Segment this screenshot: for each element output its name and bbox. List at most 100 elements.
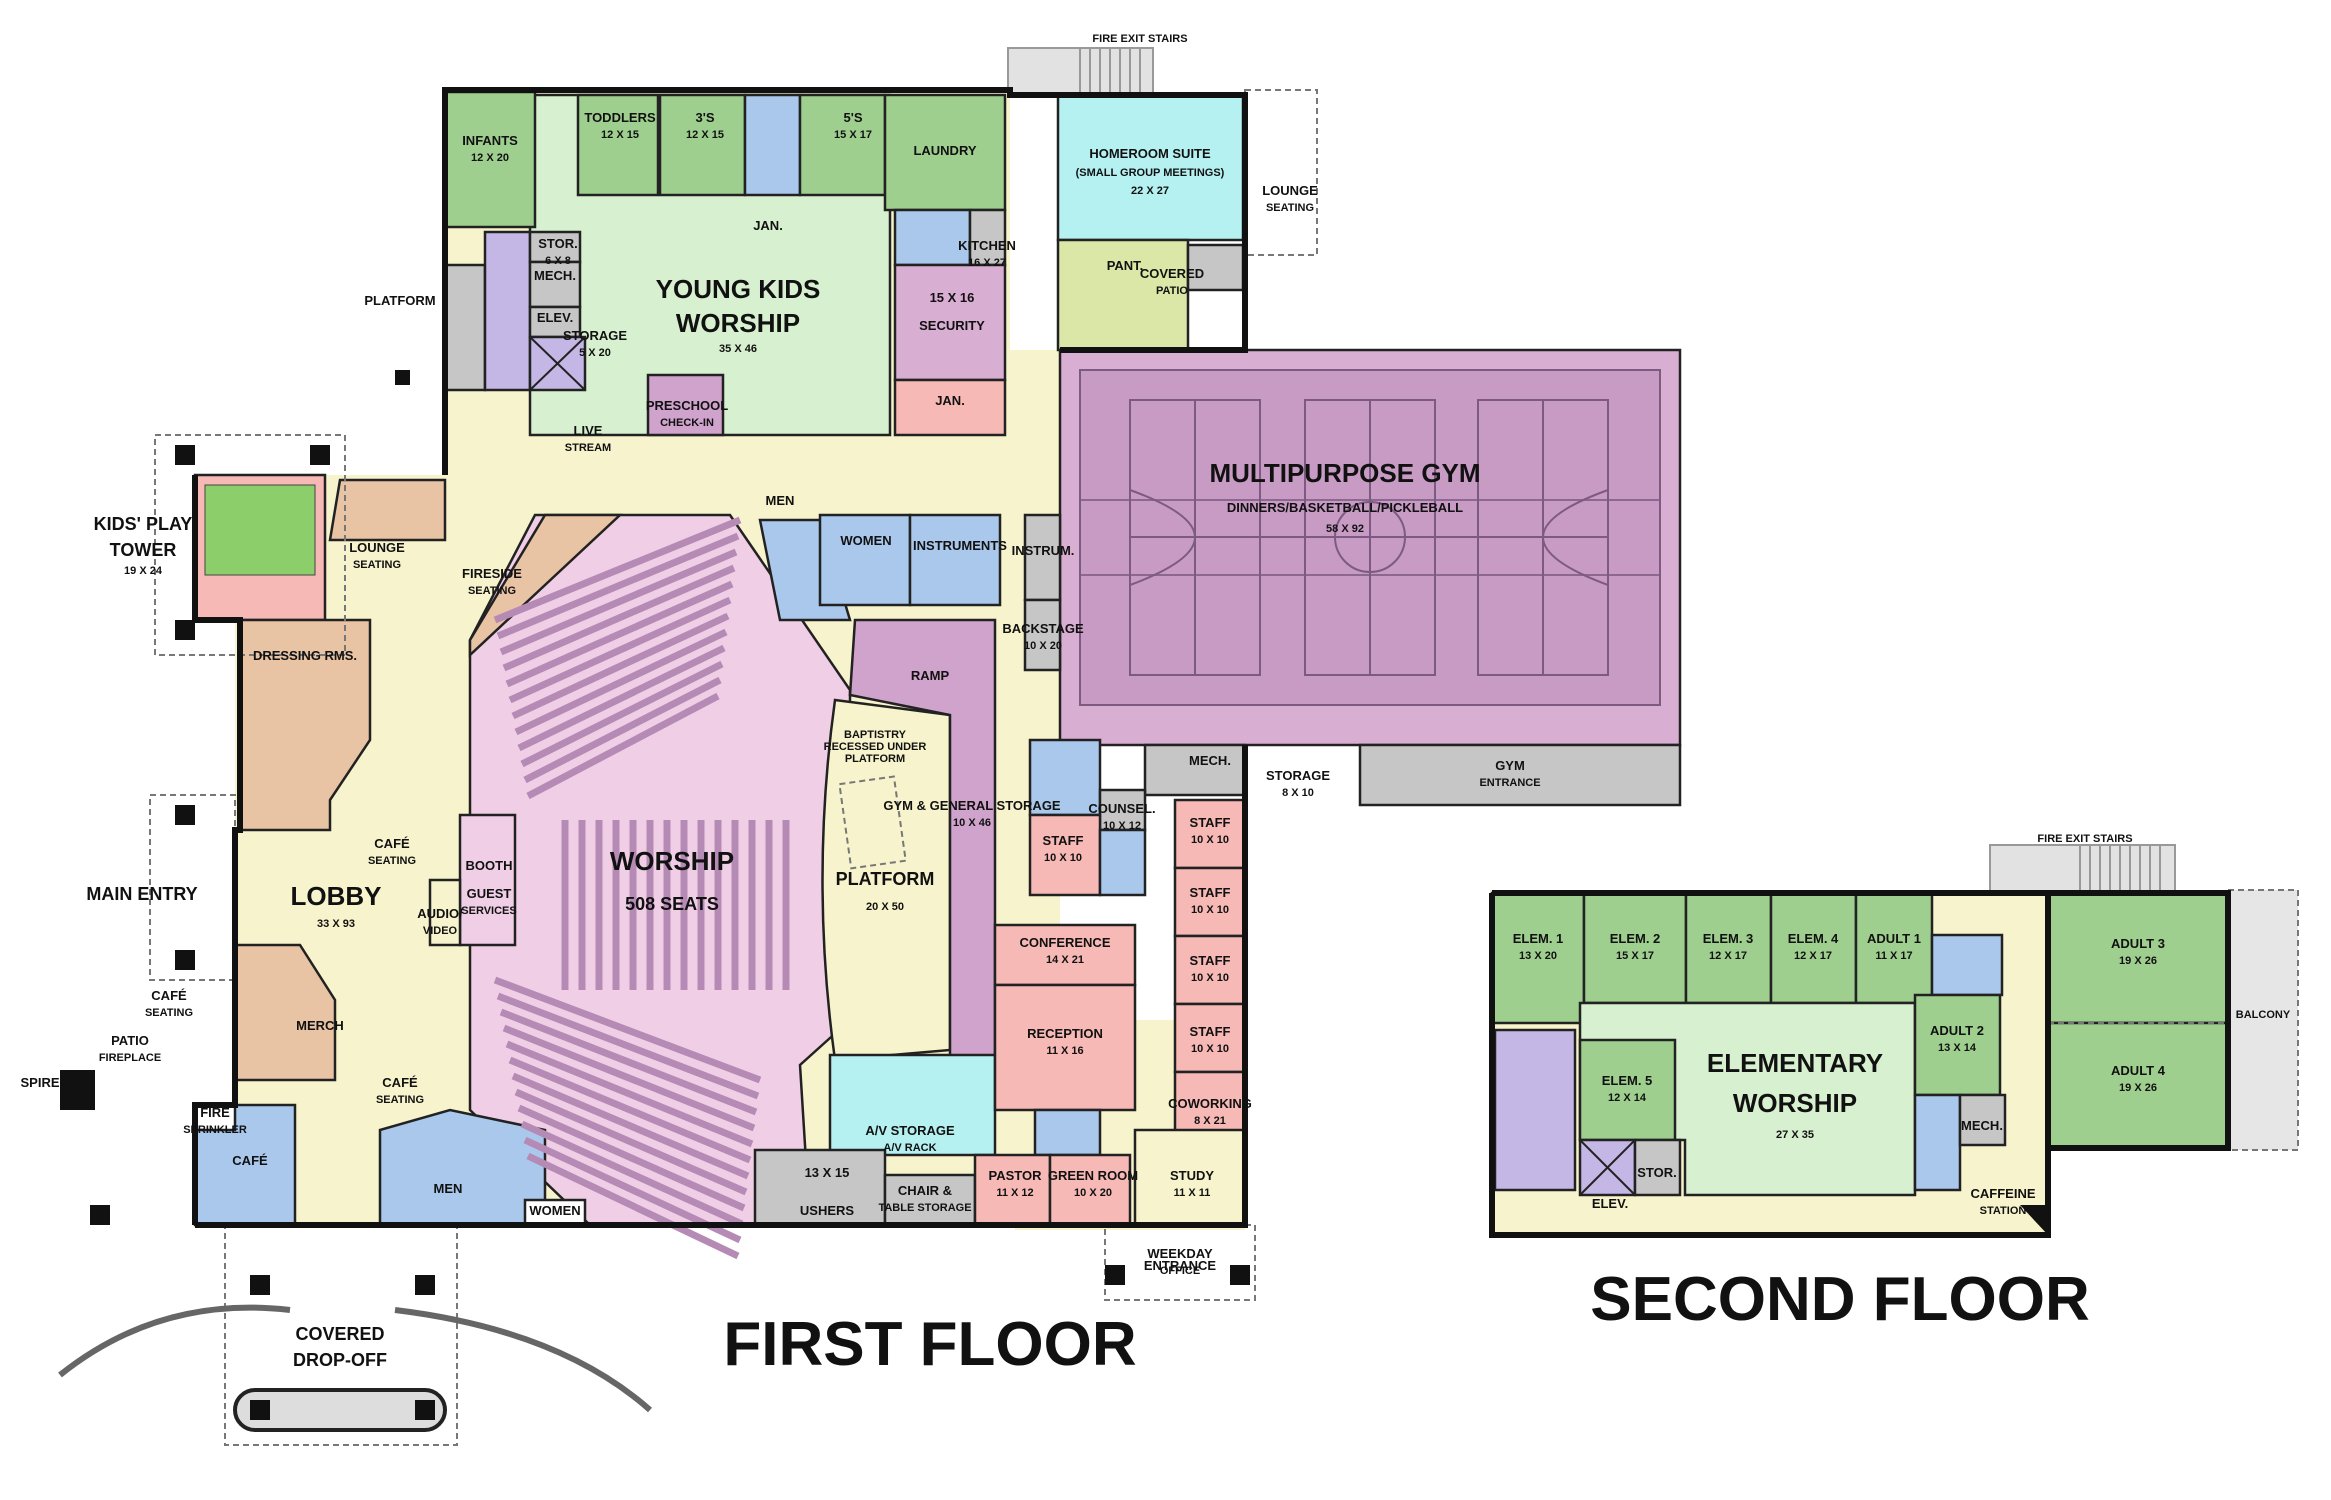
room-kids-restroom-2 (893, 208, 972, 267)
room-size-42: 11 X 16 (1046, 1045, 1083, 1057)
room-label-63: WEEKDAY (1147, 1246, 1213, 1261)
room-gym-general-storage (1358, 743, 1682, 807)
room-label-60: PATIO (111, 1033, 149, 1048)
room-adult-1 (1854, 891, 1934, 1005)
homeroom-note: (SMALL GROUP MEETINGS) (1076, 167, 1225, 179)
gym-size: 58 X 92 (1326, 523, 1364, 535)
room-size-32: 8 X 10 (1282, 787, 1314, 799)
room-restroom-2f-b (1913, 1093, 1962, 1192)
room-size-2: 12 X 15 (686, 129, 724, 141)
room-size-46: A/V RACK (883, 1142, 936, 1154)
room-size-35: 10 X 10 (1044, 852, 1082, 864)
room-label-36: STAFF (1190, 815, 1231, 830)
room-stair-1 (483, 230, 532, 392)
room-label-43: STUDY (1170, 1168, 1214, 1183)
room-size-1: 12 X 15 (601, 129, 639, 141)
second-floor (1489, 844, 2299, 1238)
room-label-4: 5'S (844, 110, 863, 125)
main-entry-label: MAIN ENTRY (86, 884, 197, 904)
room-label-44: PASTOR (989, 1168, 1043, 1183)
room-security (893, 378, 1007, 437)
columns (90, 370, 1250, 1420)
sf-room-label-1: ELEM. 2 (1610, 931, 1661, 946)
room-label-64: ENTRANCE (1144, 1258, 1217, 1273)
sf-room-size-2: 12 X 17 (1709, 950, 1747, 962)
room-size-58: SEATING (368, 855, 416, 867)
pew-27 (496, 992, 760, 1100)
dropoff-curve-right (394, 1307, 652, 1413)
room-label-45: GREEN ROOM (1048, 1168, 1138, 1183)
kids-play-tower-canopy (154, 434, 346, 656)
room-label-40: COWORKING (1168, 1096, 1252, 1111)
room-label-24: MEN (766, 493, 795, 508)
play-tower-structure (204, 484, 316, 576)
pew-6 (511, 612, 730, 720)
sf-room-size-6: 13 X 14 (1938, 1042, 1977, 1054)
room-label-39: STAFF (1190, 1024, 1231, 1039)
room-size-53: SEATING (376, 1094, 424, 1106)
room-size-10: 5 X 20 (579, 347, 611, 359)
pew-34 (517, 1104, 746, 1212)
pew-5 (508, 596, 732, 704)
room-elem-4 (1769, 891, 1858, 1005)
room-infants (443, 90, 537, 229)
room-size-63: OFFICE (1160, 1265, 1200, 1277)
sf-room-size-4: 11 X 17 (1875, 950, 1912, 962)
room-label-0: INFANTS (462, 133, 518, 148)
room-label-21: LOUNGE (349, 540, 405, 555)
sf-room-size-0: 13 X 20 (1519, 950, 1557, 962)
room-label-2: 3'S (696, 110, 715, 125)
dropoff-l1: COVERED (295, 1324, 384, 1344)
kids-play-l1: KIDS' PLAY (94, 514, 193, 534)
room-size-62: SPRINKLER (183, 1124, 247, 1136)
pew-33 (514, 1088, 748, 1196)
room-size-13: STREAM (565, 442, 611, 454)
room-size-0: 12 X 20 (471, 152, 509, 164)
room-label-8: MECH. (534, 268, 576, 283)
room-pantry (1186, 243, 1245, 292)
fire-exit-stairs-2 (1989, 844, 2176, 894)
room-size-47: TABLE STORAGE (878, 1202, 971, 1214)
room-label-27: INSTRUM. (1012, 543, 1075, 558)
room-label-46: A/V STORAGE (865, 1123, 955, 1138)
room-label-5: LAUNDRY (913, 143, 976, 158)
sf-room-size-3: 12 X 17 (1794, 950, 1832, 962)
room-size-45: 10 X 20 (1074, 1187, 1112, 1199)
young-kids-l2: WORSHIP (676, 308, 800, 338)
room-5s (883, 93, 1007, 212)
pew-10 (523, 676, 722, 784)
room-label-57: GUEST (467, 886, 512, 901)
room-staff-3 (1173, 934, 1247, 1006)
room-jan-2 (968, 208, 1007, 267)
room-label-33: MECH. (1189, 753, 1231, 768)
room-size-36: 10 X 10 (1191, 834, 1229, 846)
room-label-53: CAFÉ (382, 1075, 418, 1090)
dropoff-l2: DROP-OFF (293, 1350, 387, 1370)
room-label-30: GYM & GENERAL STORAGE (883, 798, 1061, 813)
room-fire-sprinkler (193, 1103, 237, 1132)
room-size-19: PATIO (1156, 285, 1188, 297)
room-size-57: SERVICES (461, 905, 516, 917)
room-adult-2 (1913, 993, 2002, 1097)
sf-room-label-10: STOR. (1637, 1165, 1677, 1180)
room-size-39: 10 X 10 (1191, 1043, 1229, 1055)
room-label-61: SPIRE (20, 1075, 59, 1090)
sf-room-size-1: 15 X 17 (1616, 950, 1654, 962)
basketball-court (1079, 489, 1661, 586)
dropoff-curve-left (58, 1304, 291, 1378)
room-study (973, 1153, 1052, 1227)
room-label-23: DRESSING RMS. (253, 648, 357, 663)
room-women-lobby (378, 1108, 547, 1227)
room-stor-6x8 (528, 260, 582, 309)
room-label-42: RECEPTION (1027, 1026, 1103, 1041)
room-kids-platform (646, 373, 725, 437)
sf-room-size-5: 19 X 26 (2119, 955, 2157, 967)
sf-room-label-9: MECH. (1961, 1118, 2003, 1133)
platform-label: PLATFORM (836, 869, 935, 889)
room-staff-2 (1173, 866, 1247, 938)
room-label-10: STORAGE (563, 328, 627, 343)
pew-1 (496, 532, 740, 640)
room-women-restroom (908, 513, 1002, 607)
